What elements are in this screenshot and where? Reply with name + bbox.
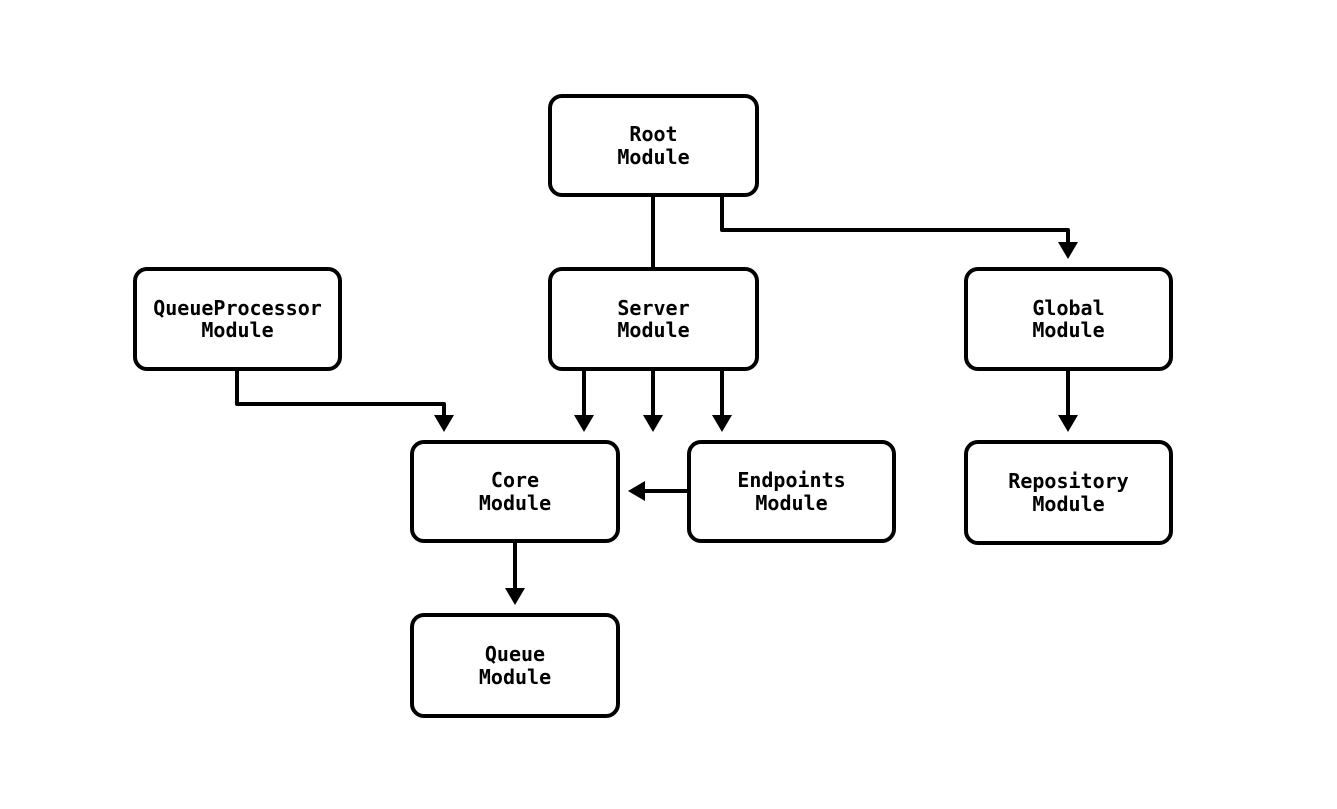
node-label-endpoints: Endpoints Module bbox=[737, 468, 846, 515]
node-label-queue: Queue Module bbox=[478, 642, 552, 689]
node-label-queueprocessor: QueueProcessor Module bbox=[153, 295, 322, 342]
arrowhead-root-to-global bbox=[1058, 242, 1078, 259]
node-root[interactable]: Root Module bbox=[548, 94, 759, 197]
node-label-global: Global Module bbox=[1032, 295, 1105, 342]
node-global[interactable]: Global Module bbox=[964, 267, 1173, 371]
node-label-server: Server Module bbox=[617, 295, 690, 342]
arrowhead-core-to-queue bbox=[505, 588, 525, 605]
edge-endpoints-to-core bbox=[628, 481, 687, 501]
node-repository[interactable]: Repository Module bbox=[964, 440, 1173, 545]
node-label-root: Root Module bbox=[617, 122, 690, 169]
arrowhead-endpoints-to-core bbox=[628, 481, 645, 501]
edge-server-to-endpoints bbox=[712, 371, 732, 432]
node-endpoints[interactable]: Endpoints Module bbox=[687, 440, 896, 543]
node-core[interactable]: Core Module bbox=[410, 440, 620, 543]
node-label-repository: Repository Module bbox=[1008, 469, 1129, 516]
edge-root-to-global bbox=[720, 197, 1078, 259]
arrowhead-global-to-repository bbox=[1058, 415, 1078, 432]
node-server[interactable]: Server Module bbox=[548, 267, 759, 371]
arrowhead-server-to-core bbox=[574, 415, 594, 432]
node-queue[interactable]: Queue Module bbox=[410, 613, 620, 718]
node-queueprocessor[interactable]: QueueProcessor Module bbox=[133, 267, 342, 371]
edge-global-to-repository bbox=[1058, 371, 1078, 432]
edge-queueprocessor-to-core bbox=[235, 371, 454, 432]
arrowhead-server-to-endpoints bbox=[712, 415, 732, 432]
arrowhead-root-to-server bbox=[643, 415, 663, 432]
edge-server-to-core bbox=[574, 371, 594, 432]
edge-core-to-queue bbox=[505, 543, 525, 605]
node-label-core: Core Module bbox=[478, 468, 552, 515]
arrowhead-queueprocessor-to-core bbox=[434, 415, 454, 432]
